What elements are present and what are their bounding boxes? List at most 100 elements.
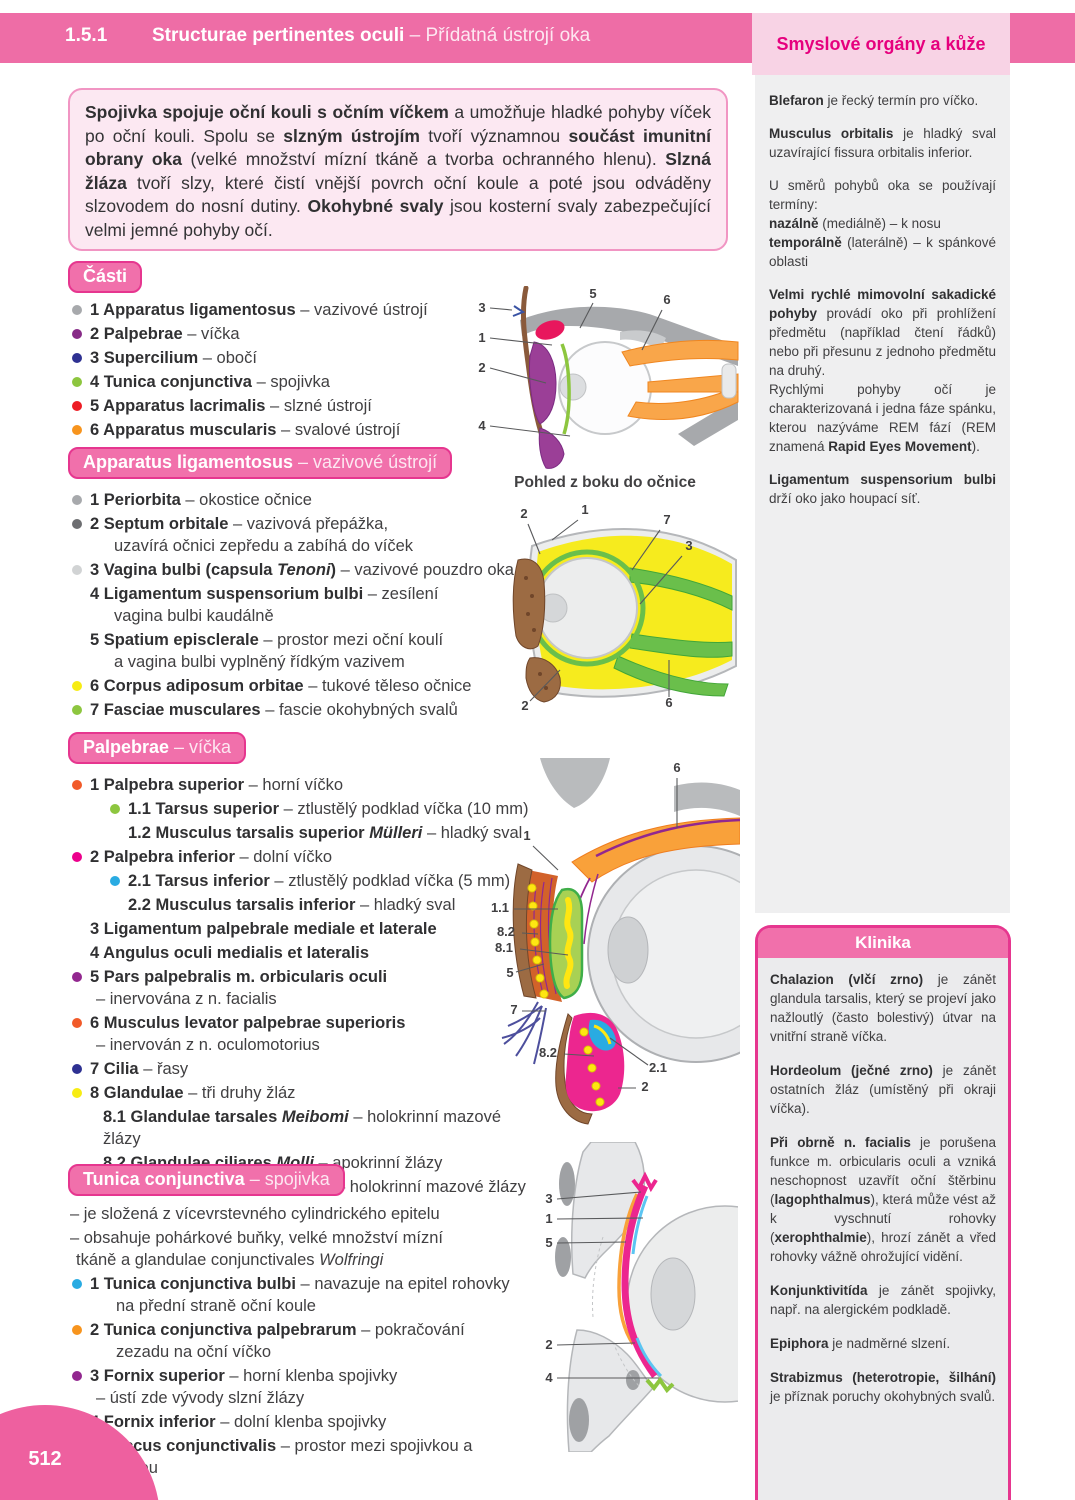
label-number: 6 <box>673 760 680 775</box>
label-line <box>489 307 513 311</box>
section-list-palpebrae: 1 Palpebra superior – horní víčko 1.1 Tar… <box>70 774 540 1200</box>
list-item: 5 Spatium episclerale – prostor mezi očn… <box>70 629 540 673</box>
bullet-icon <box>110 804 120 814</box>
bullet-icon <box>72 377 82 387</box>
label-line <box>579 302 594 329</box>
note-paragraph: Rychlými pohyby očí je charakterizovaná … <box>769 382 996 454</box>
list-item-text: 6 Apparatus muscularis – svalové ústrojí <box>90 421 401 439</box>
pupil <box>607 916 649 984</box>
pill-latin: Části <box>83 266 128 286</box>
pill-latin: Palpebrae <box>83 737 170 757</box>
note-paragraph: U směrů pohybů oka se používají termíny: <box>769 178 996 212</box>
list-item-text: 5 Spatium episclerale – prostor mezi očn… <box>90 631 444 671</box>
list-item-text: 2 Palpebrae – víčka <box>90 325 240 343</box>
lens <box>559 373 587 401</box>
section-number: 1.5.1 <box>65 25 108 46</box>
fornix-superior-zigzag <box>631 1171 658 1193</box>
list-item-text: 3 Vagina bulbi (capsula Tenoni) – vazivo… <box>90 561 514 579</box>
label-line <box>641 309 663 351</box>
bone-frontal <box>540 758 610 808</box>
label-number: 7 <box>510 1002 517 1017</box>
list-item: 5 Pars palpebralis m. orbicularis oculi–… <box>70 966 540 1010</box>
list-item-text: 6 Corpus adiposum orbitae – tukové těles… <box>90 677 472 695</box>
note-paragraph: nazálně (mediálně) – k nosu <box>769 216 941 231</box>
page-title-czech: – Přídatná ústrojí oka <box>404 25 591 46</box>
sidebar: Blefaron je řecký termín pro víčko.Muscu… <box>755 75 1010 913</box>
bullet-icon <box>72 519 82 529</box>
eyelid-texture-dots <box>524 576 548 690</box>
list-item: 7 Fasciae musculares – fascie okohybných… <box>70 699 540 721</box>
label-number: 7 <box>663 512 670 527</box>
list-item: 2 Tunica conjunctiva palpebrarum – pokra… <box>70 1319 540 1363</box>
label-number: 2 <box>478 360 485 375</box>
label-number: 3 <box>545 1191 552 1206</box>
label-line <box>521 932 539 935</box>
fornix-inferior-zigzag <box>645 1376 675 1394</box>
list-item-text: – obsahuje pohárkové buňky, velké množst… <box>70 1229 443 1269</box>
label-number: 5 <box>589 286 596 301</box>
klinika-title: Klinika <box>855 933 911 952</box>
list-item: 8 Glandulae – tři druhy žláz <box>70 1082 540 1104</box>
tarsus-inferior-gland <box>593 1024 612 1045</box>
list-item: 1 Palpebra superior – horní víčko <box>70 774 540 796</box>
list-item-text: 7 Cilia – řasy <box>90 1060 189 1078</box>
label-number: 2 <box>545 1337 552 1352</box>
list-item-text: 2.1 Tarsus inferior – ztlustělý podklad … <box>128 872 511 890</box>
list-item: 3 Vagina bulbi (capsula Tenoni) – vazivo… <box>70 559 540 581</box>
note-paragraph: Při obrně n. facialis je porušena funkce… <box>770 1135 996 1264</box>
list-item: 6 Corpus adiposum orbitae – tukové těles… <box>70 675 540 697</box>
list-item: 1.1 Tarsus superior – ztlustělý podklad … <box>70 798 540 820</box>
note-paragraph: Ligamentum suspensorium bulbi drží oko j… <box>769 472 996 506</box>
list-item-text: – je složená z vícevrstevného cylindrick… <box>70 1205 440 1223</box>
eyelid-upper-purple <box>529 341 557 425</box>
page-number: 512 <box>28 1448 62 1470</box>
list-item-text: 3 Supercilium – obočí <box>90 349 257 367</box>
label-number: 1 <box>581 502 588 517</box>
note: Strabizmus (heterotropie, šilhání) je př… <box>770 1368 996 1406</box>
list-item-text: 2 Septum orbitale – vazivová přepážka,uz… <box>90 515 414 555</box>
list-item-text: 4 Tunica conjunctiva – spojivka <box>90 373 330 391</box>
list-item-text: 7 Fasciae musculares – fascie okohybných… <box>90 701 458 719</box>
bullet-icon <box>72 780 82 790</box>
list-item: 4 Ligamentum suspensorium bulbi – zesíle… <box>70 583 540 627</box>
list-item: 6 Musculus levator palpebrae superioris–… <box>70 1012 540 1056</box>
list-item-text: 1 Palpebra superior – horní víčko <box>90 776 344 794</box>
list-item: 1 Tunica conjunctiva bulbi – navazuje na… <box>70 1273 540 1317</box>
note-paragraph: Blefaron je řecký termín pro víčko. <box>769 93 979 108</box>
list-item-text: 5 Saccus conjunctivalis – prostor mezi s… <box>90 1437 473 1477</box>
list-item: 5 Apparatus lacrimalis – slzné ústrojí <box>70 395 540 417</box>
levator-muscle-orange <box>571 817 740 883</box>
label-line <box>529 669 561 702</box>
conjunctiva-green <box>560 343 571 435</box>
list-item-text: 5 Apparatus lacrimalis – slzné ústrojí <box>90 397 372 415</box>
list-item-text: 4 Fornix inferior – dolní klenba spojivk… <box>90 1413 387 1431</box>
saccus-magenta <box>621 1184 658 1379</box>
label-line <box>489 425 571 437</box>
label-number: 3 <box>478 300 485 315</box>
label-number: 3 <box>685 538 692 553</box>
list-item: 7 Cilia – řasy <box>70 1058 540 1080</box>
list-item-text: 3 Ligamentum palpebrale mediale et later… <box>90 920 437 938</box>
label-line <box>556 1217 644 1220</box>
bullet-icon <box>72 705 82 715</box>
list-item: 4 Fornix inferior – dolní klenba spojivk… <box>70 1411 540 1433</box>
bullet-icon <box>72 1325 82 1335</box>
label-line <box>609 1037 649 1066</box>
note: Konjunktivitída je zánět spojivky, např.… <box>770 1281 996 1319</box>
chapter-tab-label: Smyslové orgány a kůže <box>776 33 986 54</box>
label-line <box>556 1241 627 1244</box>
pill-latin: Apparatus ligamentosus <box>83 452 294 472</box>
list-item-text: 6 Musculus levator palpebrae superioris–… <box>90 1014 406 1054</box>
label-line <box>532 845 559 871</box>
bullet-icon <box>72 1018 82 1028</box>
label-number: 5 <box>506 965 513 980</box>
pill-czech: – vazivové ústrojí <box>293 452 438 472</box>
bullet-icon <box>72 401 82 411</box>
list-item-text: 1 Apparatus ligamentosus – vazivové ústr… <box>90 301 428 319</box>
note-paragraph: temporálně (laterálně) – k spánkové obla… <box>769 235 996 269</box>
